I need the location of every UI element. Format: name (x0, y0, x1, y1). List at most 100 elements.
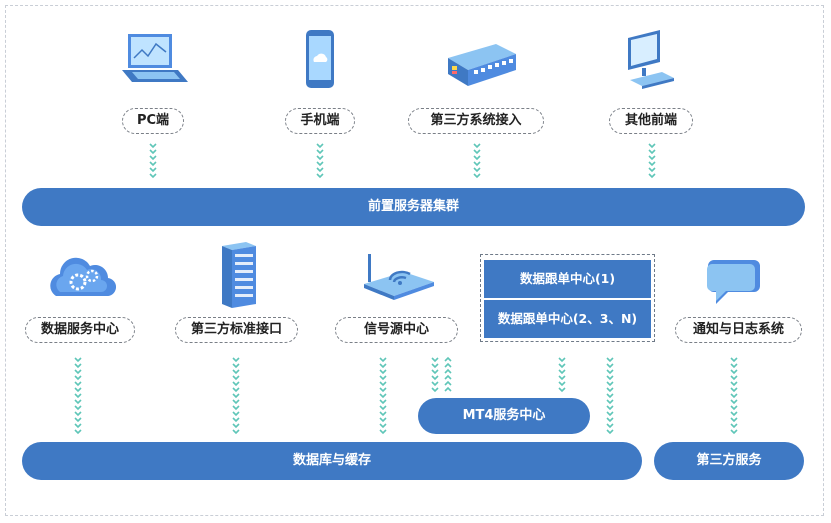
database-cache-bar: 数据库与缓存 (22, 442, 642, 480)
arrow-signal-up (444, 374, 452, 380)
arrow-top-2 (473, 149, 481, 155)
arrow-notify-down (730, 399, 738, 405)
data-service-label: 数据服务中心 (25, 317, 135, 343)
arrow-copy-down (558, 375, 566, 381)
arrow-top-1 (316, 161, 324, 167)
arrow-copy-down (558, 363, 566, 369)
arrow-mid-0 (74, 393, 82, 399)
arrow-mid-0 (74, 417, 82, 423)
front-server-cluster-bar: 前置服务器集群 (22, 188, 805, 226)
arrow-mid-1 (232, 381, 240, 387)
arrow-mid-2 (379, 411, 387, 417)
arrow-mid-1 (232, 387, 240, 393)
arrow-top-2 (473, 155, 481, 161)
server-box-icon (448, 44, 516, 86)
arrow-top-3 (648, 149, 656, 155)
arrow-top-2 (473, 173, 481, 179)
arrow-mid-0 (74, 399, 82, 405)
other-frontend-label: 其他前端 (609, 108, 693, 134)
copy-center-n-box: 数据跟单中心(2、3、N) (484, 300, 651, 338)
arrow-mid-2 (379, 369, 387, 375)
arrow-signal-down (431, 357, 439, 363)
arrow-mid-1 (232, 399, 240, 405)
arrow-mid-3 (606, 369, 614, 375)
arrow-top-2 (473, 143, 481, 149)
arrow-signal-down (431, 363, 439, 369)
arrow-notify-down (730, 369, 738, 375)
arrow-mid-2 (379, 363, 387, 369)
arrow-top-0 (149, 155, 157, 161)
cloud-gear-icon (50, 257, 116, 297)
arrow-signal-up (444, 368, 452, 374)
arrow-notify-down (730, 381, 738, 387)
desktop-icon (628, 30, 674, 89)
arrow-mid-1 (232, 363, 240, 369)
copy-center-group (480, 254, 655, 342)
arrow-top-3 (648, 155, 656, 161)
arrow-mid-0 (74, 363, 82, 369)
chat-bubble-icon (707, 260, 760, 304)
arrow-notify-down (730, 405, 738, 411)
arrow-top-0 (149, 161, 157, 167)
arrow-mid-0 (74, 429, 82, 435)
arrow-mid-1 (232, 357, 240, 363)
signal-source-label: 信号源中心 (335, 317, 458, 343)
arrow-mid-3 (606, 429, 614, 435)
copy-center-1-box: 数据跟单中心(1) (484, 260, 651, 298)
arrow-mid-3 (606, 405, 614, 411)
arrow-mid-2 (379, 375, 387, 381)
arrow-mid-3 (606, 381, 614, 387)
arrow-top-1 (316, 167, 324, 173)
arrow-mid-2 (379, 405, 387, 411)
arrow-mid-2 (379, 393, 387, 399)
arrow-top-1 (316, 155, 324, 161)
arrow-mid-0 (74, 405, 82, 411)
arrow-signal-up (444, 380, 452, 386)
notify-log-label: 通知与日志系统 (675, 317, 802, 343)
mobile-label: 手机端 (285, 108, 355, 134)
arrow-notify-down (730, 357, 738, 363)
arrow-mid-3 (606, 393, 614, 399)
arrow-signal-up (444, 356, 452, 362)
arrow-top-1 (316, 143, 324, 149)
arrow-mid-0 (74, 387, 82, 393)
arrow-mid-0 (74, 411, 82, 417)
diagram-frame (5, 5, 824, 516)
arrow-top-0 (149, 149, 157, 155)
router-icon (364, 254, 434, 300)
arrow-mid-2 (379, 417, 387, 423)
arrow-mid-0 (74, 369, 82, 375)
arrow-mid-3 (606, 417, 614, 423)
arrow-top-0 (149, 167, 157, 173)
arrow-mid-2 (379, 381, 387, 387)
arrow-mid-3 (606, 375, 614, 381)
arrow-signal-down (431, 381, 439, 387)
arrow-mid-0 (74, 375, 82, 381)
arrow-signal-down (431, 369, 439, 375)
arrow-mid-3 (606, 387, 614, 393)
arrow-top-3 (648, 167, 656, 173)
arrow-mid-1 (232, 405, 240, 411)
arrow-notify-down (730, 375, 738, 381)
arrow-mid-2 (379, 429, 387, 435)
arrow-mid-1 (232, 393, 240, 399)
arrow-notify-down (730, 387, 738, 393)
arrow-mid-2 (379, 387, 387, 393)
pc-label: PC端 (122, 108, 184, 134)
arrow-top-2 (473, 161, 481, 167)
arrow-top-0 (149, 173, 157, 179)
arrow-notify-down (730, 411, 738, 417)
arrow-mid-1 (232, 429, 240, 435)
third-party-service-bar: 第三方服务 (654, 442, 804, 480)
arrow-mid-2 (379, 357, 387, 363)
arrow-mid-3 (606, 411, 614, 417)
arrow-copy-down (558, 357, 566, 363)
arrow-signal-up (444, 362, 452, 368)
arrow-copy-down (558, 369, 566, 375)
arrow-top-1 (316, 149, 324, 155)
arrow-mid-3 (606, 423, 614, 429)
arrow-top-3 (648, 173, 656, 179)
arrow-mid-1 (232, 375, 240, 381)
arrow-top-2 (473, 167, 481, 173)
arrow-top-1 (316, 173, 324, 179)
